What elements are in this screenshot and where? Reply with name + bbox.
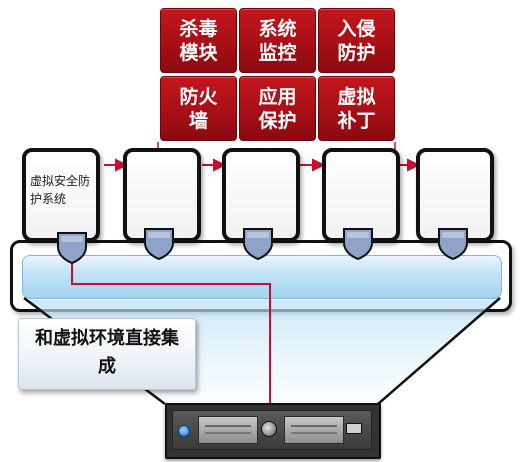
arrow-4-head [407, 158, 421, 172]
power-button-icon [261, 421, 277, 437]
vm-2 [123, 148, 201, 242]
module-intrusion-protection-label: 入侵防护 [337, 17, 376, 64]
arrow-3-head [312, 158, 326, 172]
arrow-1-head [115, 158, 129, 172]
server-drive-bay-right [284, 416, 344, 444]
module-virtual-patch: 虚拟补丁 [318, 76, 395, 141]
arrow-2-head [213, 158, 227, 172]
shield-icon [144, 228, 174, 260]
module-intrusion-protection: 入侵防护 [318, 8, 395, 73]
integration-callout: 和虚拟环境直接集成 [18, 318, 196, 390]
module-app-protection: 应用保护 [239, 76, 316, 141]
module-system-monitor: 系统监控 [239, 8, 316, 73]
callout-text: 和虚拟环境直接集成 [35, 328, 179, 377]
shield-icon [243, 228, 273, 260]
vm-3 [222, 148, 300, 242]
module-firewall: 防火墙 [160, 76, 237, 141]
module-virtual-patch-label: 虚拟补丁 [337, 85, 376, 132]
shield-icon [438, 228, 468, 260]
vm-5 [416, 148, 494, 242]
server-drive-bay-left [198, 416, 258, 444]
vm-security-label: 虚拟安全防护系统 [30, 174, 91, 206]
usb-port-icon [346, 423, 362, 434]
vm-security-appliance: 虚拟安全防护系统 [22, 148, 100, 242]
security-module-grid: 杀毒模块 系统监控 入侵防护 防火墙 应用保护 虚拟补丁 [158, 6, 395, 142]
module-app-protection-label: 应用保护 [258, 85, 297, 132]
shield-icon [57, 232, 87, 264]
power-led-icon [178, 425, 190, 437]
module-firewall-label: 防火墙 [179, 85, 218, 132]
beam-edge-right [377, 297, 501, 405]
shield-icon [343, 228, 373, 260]
module-system-monitor-label: 系统监控 [258, 17, 297, 64]
module-antivirus-label: 杀毒模块 [179, 17, 218, 64]
red-connector-line [71, 262, 271, 412]
module-antivirus: 杀毒模块 [160, 8, 237, 73]
